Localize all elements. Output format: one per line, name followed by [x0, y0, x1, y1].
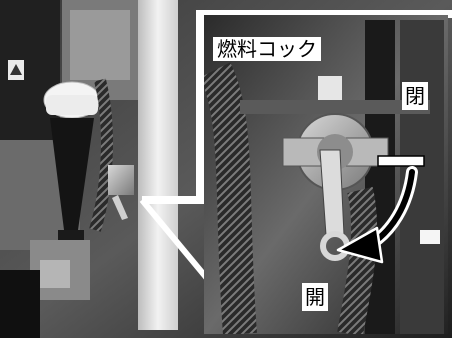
closed-mark	[377, 155, 425, 167]
title-label: 燃料コック	[213, 37, 321, 61]
rotation-arrow	[336, 166, 418, 264]
open-label: 開	[302, 283, 328, 311]
closed-label: 閉	[402, 82, 428, 110]
